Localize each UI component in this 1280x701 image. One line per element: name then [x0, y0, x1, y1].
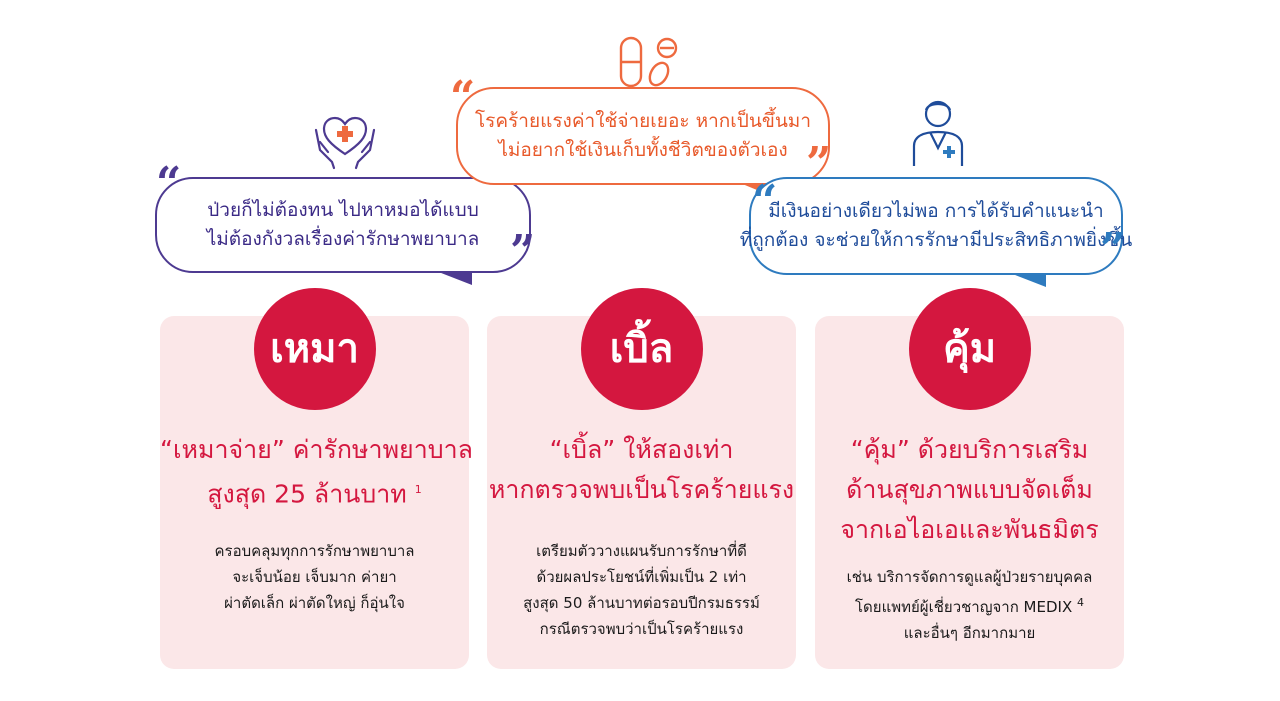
- bubble-right-line-2: ที่ถูกต้อง จะช่วยให้การรักษามีประสิทธิภา…: [739, 229, 1133, 251]
- headline-line-2: สูงสุด 25 ล้านบาท 1: [207, 479, 422, 509]
- close-quote-left: ”: [510, 226, 536, 277]
- body-line: ครอบคลุมทุกการรักษาพยาบาล: [214, 542, 415, 560]
- open-quote-center: “: [450, 72, 476, 123]
- open-quote-left: “: [156, 158, 182, 209]
- badge-label: เบิ้ล: [609, 326, 674, 372]
- headline-line-2: หากตรวจพบเป็นโรคร้ายแรง: [488, 475, 795, 504]
- benefit-card-value: คุ้ม “คุ้ม” ด้วยบริการเสริม ด้านสุขภาพแบ…: [815, 288, 1124, 669]
- card-headline: “เหมาจ่าย” ค่ารักษาพยาบาล สูงสุด 25 ล้าน…: [160, 430, 473, 514]
- bubble-center-line-1: โรคร้ายแรงค่าใช้จ่ายเยอะ หากเป็นขึ้นมา: [474, 110, 812, 132]
- body-line: โดยแพทย์ผู้เชี่ยวชาญจาก MEDIX 4: [854, 596, 1085, 616]
- footnote-marker: 4: [1077, 596, 1085, 609]
- speech-bubble-center: โรคร้ายแรงค่าใช้จ่ายเยอะ หากเป็นขึ้นมา ไ…: [456, 87, 830, 185]
- bubble-left-line-1: ป่วยก็ไม่ต้องทน ไปหาหมอได้แบบ: [207, 199, 479, 221]
- benefit-card-double: เบิ้ล “เบิ้ล” ให้สองเท่า หากตรวจพบเป็นโร…: [487, 288, 796, 669]
- body-line: จะเจ็บน้อย เจ็บมาก ค่ายา: [232, 568, 397, 586]
- body-line: กรณีตรวจพบว่าเป็นโรคร้ายแรง: [539, 620, 744, 638]
- doctor-icon: [912, 100, 964, 166]
- headline-line-1: “เบิ้ล” ให้สองเท่า: [549, 435, 734, 464]
- bubble-right-tail: [1010, 273, 1046, 287]
- card-headline: “เบิ้ล” ให้สองเท่า หากตรวจพบเป็นโรคร้ายแ…: [487, 430, 796, 510]
- badge-circle: คุ้ม: [908, 288, 1031, 410]
- card-body: เตรียมตัววางแผนรับการรักษาที่ดี ด้วยผลปร…: [487, 538, 796, 642]
- body-line: เช่น บริการจัดการดูแลผู้ป่วยรายบุคคล: [846, 568, 1093, 586]
- body-line: สูงสุด 50 ล้านบาทต่อรอบปีกรมธรรม์: [523, 594, 760, 612]
- bubble-left-line-2: ไม่ต้องกังวลเรื่องค่ารักษาพยาบาล: [206, 228, 480, 250]
- body-line: และอื่นๆ อีกมากมาย: [903, 624, 1036, 642]
- bubble-center-line-2: ไม่อยากใช้เงินเก็บทั้งชีวิตของตัวเอง: [498, 139, 788, 161]
- card-body: เช่น บริการจัดการดูแลผู้ป่วยรายบุคคล โดย…: [815, 564, 1124, 646]
- bubble-right-line-1: มีเงินอย่างเดียวไม่พอ การได้รับคำแนะนำ: [768, 200, 1104, 222]
- headline-line-1: “เหมาจ่าย” ค่ารักษาพยาบาล: [160, 435, 473, 464]
- body-line: ด้วยผลประโยชน์ที่เพิ่มเป็น 2 เท่า: [536, 568, 747, 586]
- pills-icon: [619, 36, 678, 88]
- footnote-marker: 1: [414, 483, 422, 496]
- badge-circle: เบิ้ล: [580, 288, 703, 410]
- close-quote-right: ”: [1100, 224, 1126, 275]
- headline-line-3: จากเอไอเอและพันธมิตร: [840, 515, 1099, 544]
- badge-label: เหมา: [270, 326, 359, 372]
- speech-bubble-left: ป่วยก็ไม่ต้องทน ไปหาหมอได้แบบ ไม่ต้องกัง…: [155, 177, 531, 273]
- heart-hands-icon: [314, 116, 376, 170]
- headline-line-2: ด้านสุขภาพแบบจัดเต็ม: [846, 475, 1093, 504]
- badge-label: คุ้ม: [942, 326, 997, 372]
- bubble-left-tail: [436, 271, 472, 285]
- card-headline: “คุ้ม” ด้วยบริการเสริม ด้านสุขภาพแบบจัดเ…: [815, 430, 1124, 550]
- badge-circle: เหมา: [253, 288, 376, 410]
- card-body: ครอบคลุมทุกการรักษาพยาบาล จะเจ็บน้อย เจ็…: [160, 538, 469, 616]
- body-line: เตรียมตัววางแผนรับการรักษาที่ดี: [536, 542, 747, 560]
- open-quote-right: “: [752, 176, 778, 227]
- headline-line-1: “คุ้ม” ด้วยบริการเสริม: [850, 435, 1089, 464]
- body-line: ผ่าตัดเล็ก ผ่าตัดใหญ่ ก็อุ่นใจ: [224, 594, 405, 612]
- benefit-card-lump-sum: เหมา “เหมาจ่าย” ค่ารักษาพยาบาล สูงสุด 25…: [160, 288, 473, 669]
- speech-bubble-right: มีเงินอย่างเดียวไม่พอ การได้รับคำแนะนำ ท…: [740, 177, 1132, 275]
